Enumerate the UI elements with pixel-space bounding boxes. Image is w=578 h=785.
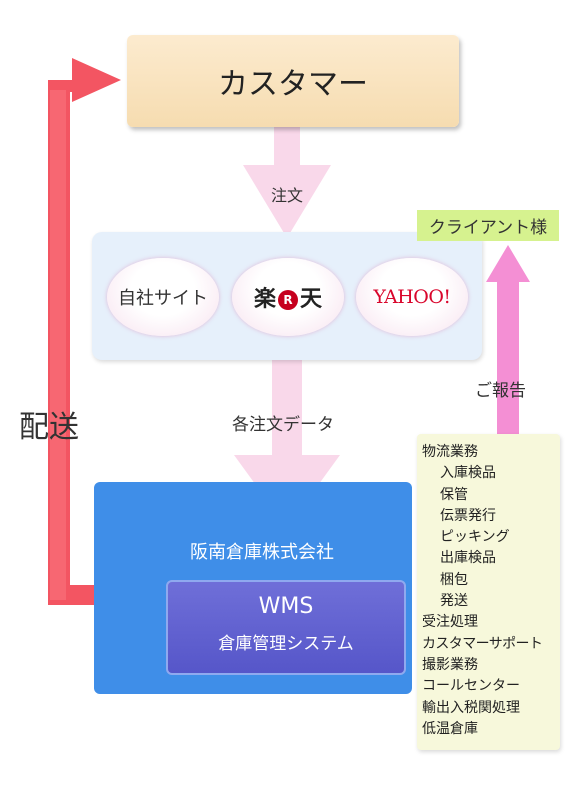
wms-title: WMS (258, 594, 314, 619)
order-label: 注文 (271, 186, 304, 205)
service-item: 保管 (440, 486, 468, 503)
client-label: クライアント様 (428, 218, 548, 238)
service-item: 入庫検品 (440, 465, 496, 482)
service-item: コールセンター (422, 678, 520, 695)
yahoo-channel: YAHOO! (356, 258, 468, 336)
service-item: 輸出入税関処理 (422, 699, 520, 716)
customer-label: カスタマー (218, 67, 368, 102)
service-item: 出庫検品 (440, 550, 496, 567)
services-panel: 物流業務 入庫検品 保管 伝票発行 ピッキング 出庫検品 梱包 発送 受注処理 … (417, 434, 560, 750)
service-item: 物流業務 (422, 444, 478, 460)
order-arrow (243, 127, 331, 238)
service-item: ピッキング (440, 529, 510, 546)
service-item: 低温倉庫 (422, 720, 478, 737)
service-item: 梱包 (440, 571, 468, 588)
yahoo-logo: YAHOO! (373, 286, 451, 308)
customer-box: カスタマー (127, 35, 459, 127)
delivery-arrow (48, 58, 128, 605)
delivery-label: 配送 (19, 410, 79, 445)
service-item: 伝票発行 (440, 507, 496, 524)
warehouse-name: 阪南倉庫株式会社 (190, 542, 334, 563)
wms-box: WMS 倉庫管理システム (166, 580, 406, 675)
service-item: 発送 (440, 593, 468, 610)
order-data-label: 各注文データ (232, 415, 334, 435)
service-item: カスタマーサポート (422, 635, 543, 652)
service-item: 受注処理 (422, 614, 478, 631)
report-arrow (486, 245, 530, 434)
service-item: 撮影業務 (422, 656, 478, 673)
report-label: ご報告 (475, 381, 526, 401)
client-badge: クライアント様 (417, 210, 559, 241)
own-site-label: 自社サイト (118, 288, 208, 309)
rakuten-r-badge: R (278, 290, 298, 310)
own-site-channel: 自社サイト (107, 258, 219, 336)
wms-subtitle: 倉庫管理システム (218, 634, 354, 654)
